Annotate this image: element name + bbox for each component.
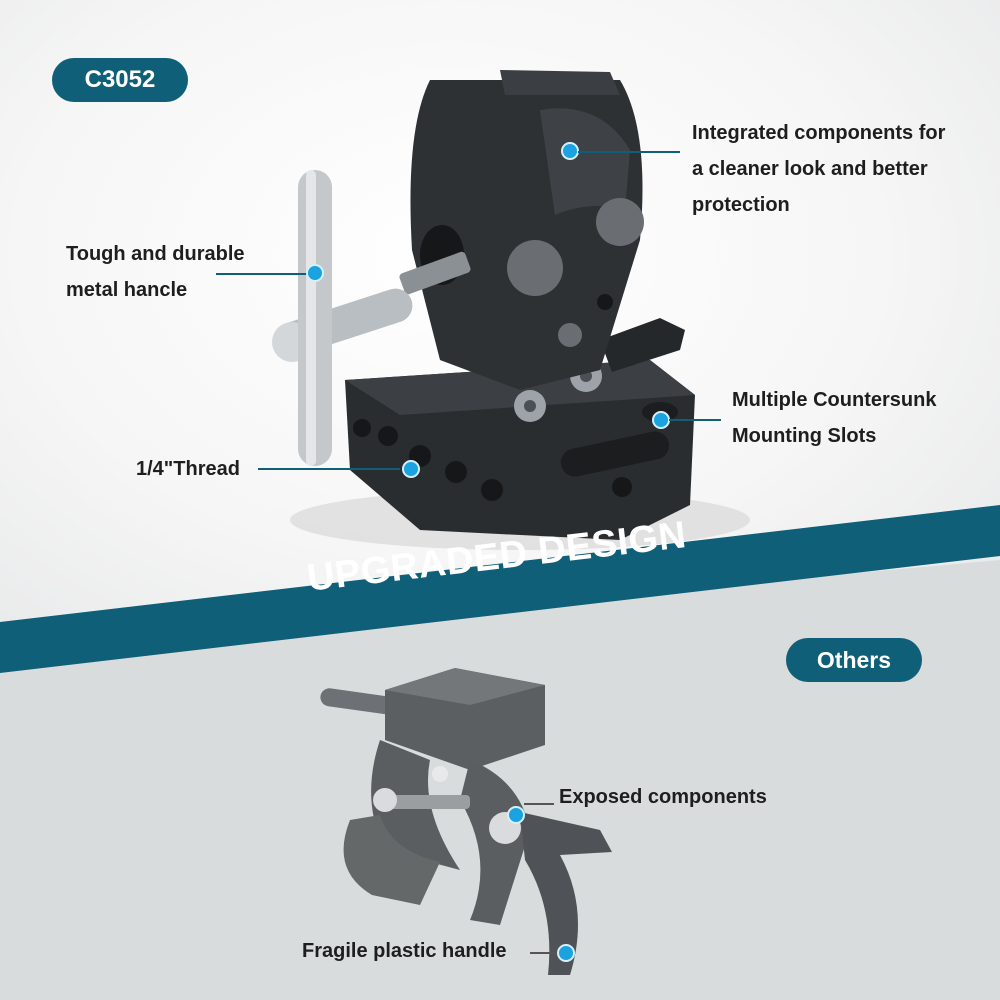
exposed-callout: Exposed components	[559, 786, 767, 808]
countersunk-line-1: Multiple Countersunk	[732, 389, 937, 411]
handle-line-2: metal hancle	[66, 279, 188, 301]
integrated-line-1: Integrated components for	[692, 122, 946, 144]
countersunk-line-2: Mounting Slots	[732, 425, 877, 447]
thread-dot	[402, 460, 420, 478]
fragile-callout: Fragile plastic handle	[302, 940, 507, 962]
handle-dot	[306, 264, 324, 282]
integrated-line-2: a cleaner look and better	[692, 158, 928, 180]
fragile-dot	[557, 944, 575, 962]
integrated-dot	[561, 142, 579, 160]
countersunk-leader-line	[669, 419, 721, 421]
thread-leader-line	[258, 468, 400, 470]
fragile-leader-line	[530, 952, 556, 954]
countersunk-dot	[652, 411, 670, 429]
model-badge: C3052	[52, 58, 188, 102]
handle-leader-line	[216, 273, 308, 275]
exposed-leader-line	[524, 803, 554, 805]
exposed-dot	[507, 806, 525, 824]
integrated-line-3: protection	[692, 194, 790, 216]
handle-line-1: Tough and durable	[66, 243, 245, 265]
others-badge: Others	[786, 638, 922, 682]
thread-callout: 1/4"Thread	[136, 458, 240, 480]
countersunk-callout: Multiple Countersunk Mounting Slots	[732, 382, 936, 454]
integrated-callout: Integrated components for a cleaner look…	[692, 115, 945, 223]
integrated-leader-line	[578, 151, 680, 153]
handle-callout: Tough and durable metal hancle	[66, 236, 245, 308]
